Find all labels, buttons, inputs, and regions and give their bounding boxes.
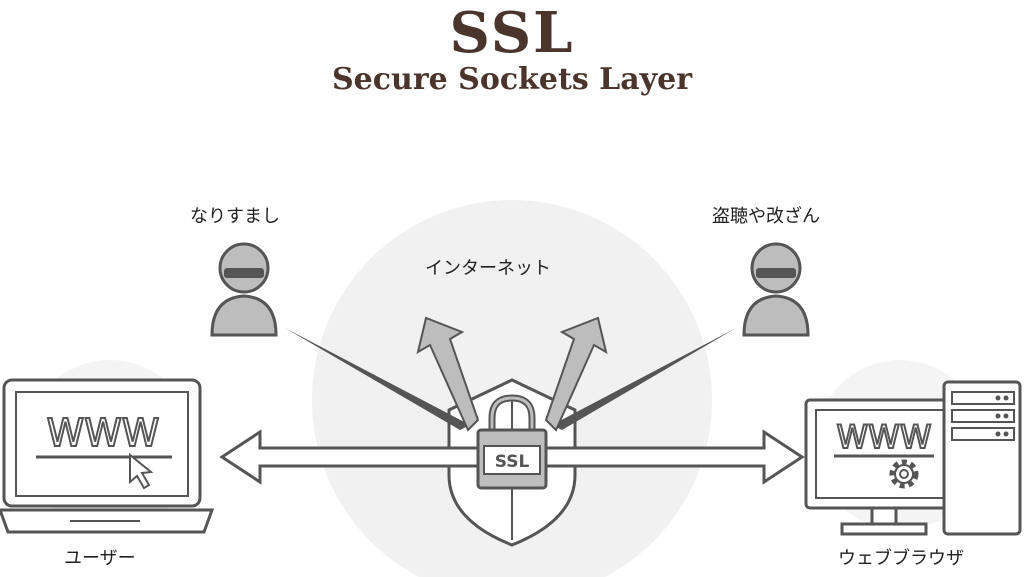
page-title: SSL: [449, 0, 575, 66]
user-screen-www: WWW: [47, 411, 160, 455]
server-icon: [942, 380, 1022, 536]
padlock-icon: SSL: [476, 394, 548, 490]
spoofing-label: なりすまし: [190, 206, 280, 227]
deflect-arrow-left: [416, 316, 480, 432]
gear-icon: [889, 459, 919, 489]
desktop-computer-icon: WWW: [804, 398, 964, 536]
hacker-right-icon: [742, 242, 810, 337]
user-label: ユーザー: [64, 548, 136, 569]
browser-screen-www: WWW: [837, 418, 932, 456]
cursor-icon: [129, 452, 154, 490]
lock-label: SSL: [495, 452, 530, 472]
internet-label: インターネット: [425, 258, 551, 279]
browser-label: ウェブブラウザ: [838, 548, 964, 569]
spoof-attack-line: [285, 328, 470, 430]
deflect-arrow-right: [544, 316, 608, 432]
hacker-left-icon: [210, 242, 278, 337]
laptop-icon: WWW: [0, 378, 215, 534]
page-subtitle: Secure Sockets Layer: [331, 62, 693, 97]
tampering-label: 盗聴や改ざん: [712, 206, 820, 227]
tamper-attack-line: [552, 328, 736, 430]
